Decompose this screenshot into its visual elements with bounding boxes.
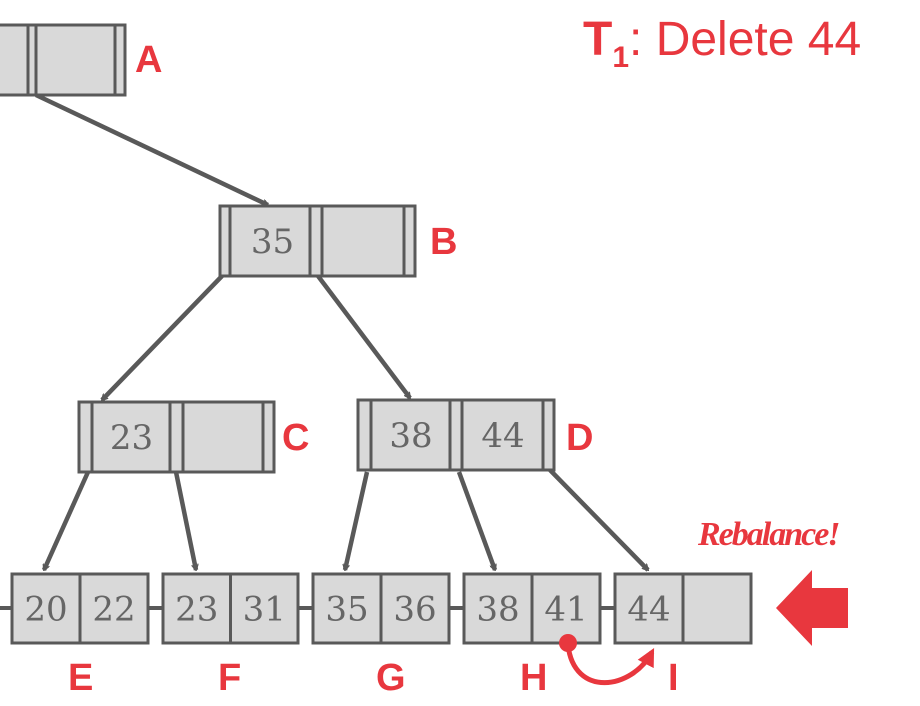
rebalance-note: Rebalance! [697, 516, 839, 553]
edge-d-i [548, 468, 650, 572]
node-box [218, 204, 417, 278]
node-box [356, 398, 556, 472]
leaf-i-key-1: 44 [627, 590, 670, 630]
leaf-e-key-2: 22 [92, 590, 135, 630]
leaf-node-f: 23 31 [161, 572, 300, 645]
leaf-h-key-2: 41 [544, 590, 587, 630]
leaf-f-key-2: 31 [243, 590, 286, 630]
leaf-e-key-1: 20 [24, 590, 67, 630]
title-bold: T [583, 13, 612, 66]
node-c-key-1: 23 [110, 418, 153, 458]
node-label-b: B [430, 221, 457, 263]
leaf-g-key-1: 35 [325, 590, 368, 630]
move-key-arrow [565, 644, 655, 685]
edge-a-b [35, 92, 268, 208]
leaf-node-g: 35 36 [311, 572, 451, 645]
leaf-g-key-2: 36 [393, 590, 436, 630]
node-label-g: G [376, 657, 406, 699]
node-label-c: C [282, 417, 309, 459]
leaf-h-key-1: 38 [476, 590, 519, 630]
leaf-node-h: 38 41 [462, 572, 602, 645]
node-label-e: E [68, 657, 93, 699]
node-labels: A B C D E F G H I [68, 39, 679, 699]
edge-b-c [100, 274, 224, 402]
inner-node-b: 35 [218, 204, 417, 278]
node-label-a: A [135, 39, 162, 81]
node-label-i: I [668, 657, 679, 699]
edge-d-g [345, 471, 370, 570]
node-box [0, 23, 127, 97]
node-d-key-2: 44 [481, 416, 524, 456]
inner-node-c: 23 [77, 400, 276, 474]
node-b-key-1: 35 [251, 222, 294, 262]
title-subscript: 1 [612, 41, 629, 74]
node-label-f: F [218, 657, 241, 699]
node-label-h: H [520, 657, 547, 699]
edge-c-f [173, 471, 196, 570]
inner-node-a: 0 [0, 23, 127, 97]
tree-nodes: 035233844202223313536384144 [0, 23, 753, 645]
node-label-d: D [566, 417, 593, 459]
title-rest: : Delete 44 [629, 13, 861, 66]
move-key-origin-dot [559, 634, 577, 652]
leaf-f-key-1: 23 [175, 590, 218, 630]
leaf-node-i: 44 [613, 572, 753, 645]
rebalance-arrow-icon [776, 570, 848, 646]
tree-edges [35, 92, 650, 572]
node-d-key-1: 38 [389, 416, 432, 456]
node-box [77, 400, 276, 474]
inner-node-d: 38 44 [356, 398, 556, 472]
edge-c-e [41, 471, 91, 570]
edge-b-d [316, 274, 412, 398]
slide-title: T1: Delete 44 [583, 13, 861, 74]
edge-d-h [456, 471, 498, 570]
